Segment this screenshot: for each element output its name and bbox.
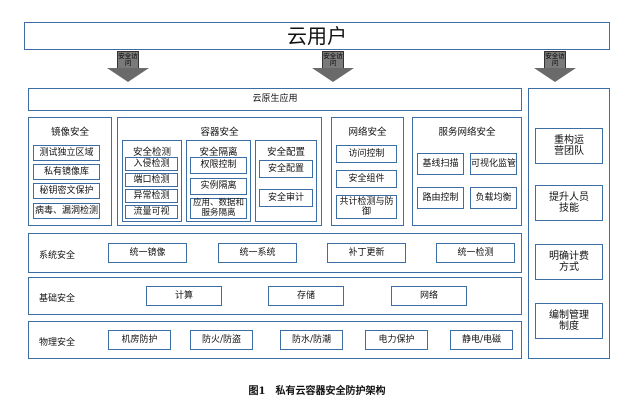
service-item-4: 负载均衡 (470, 187, 517, 209)
network-item-3-label: 共计检测与防御 (339, 196, 394, 217)
config-item-1-label: 安全配置 (267, 163, 304, 174)
physical-item-5: 静电/电磁 (450, 330, 513, 350)
config-item-2-label: 安全审计 (267, 192, 304, 203)
system-item-1-label: 统一镜像 (129, 247, 166, 258)
image-item-1-label: 测试独立区域 (39, 147, 94, 158)
image-security-title: 镜像安全 (50, 127, 89, 138)
detect-item-1-label: 入侵检测 (133, 158, 170, 169)
detect-item-4-label: 流量可视 (133, 206, 170, 217)
system-item-3: 补丁更新 (327, 243, 406, 263)
image-item-2: 私有镜像库 (33, 164, 100, 180)
isolate-item-2-label: 实例隔离 (200, 181, 237, 192)
base-item-3-label: 网络 (419, 290, 438, 301)
service-item-3-label: 路由控制 (422, 192, 459, 203)
management-item-2-label: 提升人员技能 (549, 191, 589, 215)
config-subpanel: 安全配置 (255, 140, 317, 222)
network-security-title: 网络安全 (348, 127, 387, 138)
system-item-4: 统一检测 (436, 243, 515, 263)
physical-item-2: 防火/防盗 (190, 330, 253, 350)
detect-item-1: 入侵检测 (125, 157, 178, 171)
physical-item-4-label: 电力保护 (378, 334, 415, 345)
native-app-bar: 云原生应用 (28, 88, 522, 111)
physical-item-3: 防水/防潮 (280, 330, 343, 350)
image-item-4: 病毒、漏洞检测 (33, 203, 100, 219)
image-item-2-label: 私有镜像库 (43, 166, 89, 177)
service-item-1: 基线扫描 (417, 153, 464, 175)
detect-item-2: 端口检测 (125, 173, 178, 187)
system-item-1: 统一镜像 (108, 243, 187, 263)
physical-security-row: 物理安全 (28, 321, 522, 359)
management-item-1-label: 重构运营团队 (554, 134, 584, 158)
physical-item-4: 电力保护 (365, 330, 428, 350)
service-item-3: 路由控制 (417, 187, 464, 209)
cloud-user-label: 云用户 (287, 23, 347, 48)
physical-item-1-label: 机房防护 (121, 334, 158, 345)
system-item-4-label: 统一检测 (457, 247, 494, 258)
cloud-user-bar: 云用户 (24, 22, 610, 50)
network-item-3: 共计检测与防御 (336, 195, 397, 219)
image-item-3: 秘钥密文保护 (33, 183, 100, 199)
access-arrow-3-label: 安全访问 (545, 52, 565, 67)
figure-caption: 图1 私有云容器安全防护架构 (248, 386, 386, 397)
network-item-1-label: 访问控制 (348, 148, 385, 159)
config-title: 安全配置 (266, 147, 305, 158)
detect-item-3: 异常检测 (125, 189, 178, 203)
container-security-title: 容器安全 (200, 127, 239, 138)
network-item-2-label: 安全组件 (348, 173, 385, 184)
isolate-item-2: 实例隔离 (190, 178, 247, 195)
isolate-title: 安全隔离 (199, 147, 238, 158)
image-item-4-label: 病毒、漏洞检测 (34, 205, 98, 216)
image-item-3-label: 秘钥密文保护 (39, 185, 94, 196)
isolate-item-3-label: 应用、数据和服务隔离 (192, 197, 244, 218)
network-item-1: 访问控制 (336, 145, 397, 163)
detect-item-4: 流量可视 (125, 205, 178, 219)
isolate-item-1: 权限控制 (190, 157, 247, 174)
base-item-1-label: 计算 (174, 290, 193, 301)
management-item-3-label: 明确计费方式 (549, 250, 589, 274)
isolate-item-3: 应用、数据和服务隔离 (190, 198, 247, 219)
management-item-3: 明确计费方式 (535, 244, 603, 280)
physical-security-label: 物理安全 (39, 338, 76, 348)
system-item-2: 统一系统 (218, 243, 297, 263)
isolate-item-1-label: 权限控制 (200, 160, 237, 171)
base-item-3: 网络 (391, 286, 467, 306)
base-item-2: 存储 (268, 286, 344, 306)
base-item-2-label: 存储 (296, 290, 315, 301)
system-security-label: 系统安全 (39, 251, 76, 261)
system-item-3-label: 补丁更新 (348, 247, 385, 258)
management-item-1: 重构运营团队 (535, 128, 603, 164)
physical-item-2-label: 防火/防盗 (201, 334, 242, 345)
management-item-4: 编制管理制度 (535, 303, 603, 339)
physical-item-1: 机房防护 (108, 330, 171, 350)
network-item-2: 安全组件 (336, 170, 397, 188)
service-item-4-label: 负载均衡 (475, 192, 512, 203)
physical-item-5-label: 静电/电磁 (461, 334, 502, 345)
management-item-4-label: 编制管理制度 (549, 309, 589, 333)
system-item-2-label: 统一系统 (239, 247, 276, 258)
access-arrow-1: 安全访问 (107, 51, 149, 83)
access-arrow-2-label: 安全访问 (323, 52, 343, 67)
management-item-2: 提升人员技能 (535, 185, 603, 221)
base-item-1: 计算 (146, 286, 222, 306)
access-arrow-2: 安全访问 (312, 51, 354, 83)
native-app-label: 云原生应用 (252, 94, 298, 105)
config-item-1: 安全配置 (259, 160, 313, 178)
access-arrow-3: 安全访问 (534, 51, 576, 83)
access-arrow-1-label: 安全访问 (118, 52, 138, 67)
base-security-label: 基础安全 (39, 294, 76, 304)
service-item-1-label: 基线扫描 (422, 158, 459, 169)
detect-item-2-label: 端口检测 (133, 174, 170, 185)
detect-item-3-label: 异常检测 (133, 190, 170, 201)
service-item-2: 可视化监管 (470, 153, 517, 175)
service-item-2-label: 可视化监管 (471, 158, 517, 169)
detect-title: 安全检测 (132, 147, 171, 158)
service-network-title: 服务网络安全 (438, 127, 496, 138)
physical-item-3-label: 防水/防潮 (291, 334, 332, 345)
config-item-2: 安全审计 (259, 189, 313, 207)
image-item-1: 测试独立区域 (33, 145, 100, 161)
